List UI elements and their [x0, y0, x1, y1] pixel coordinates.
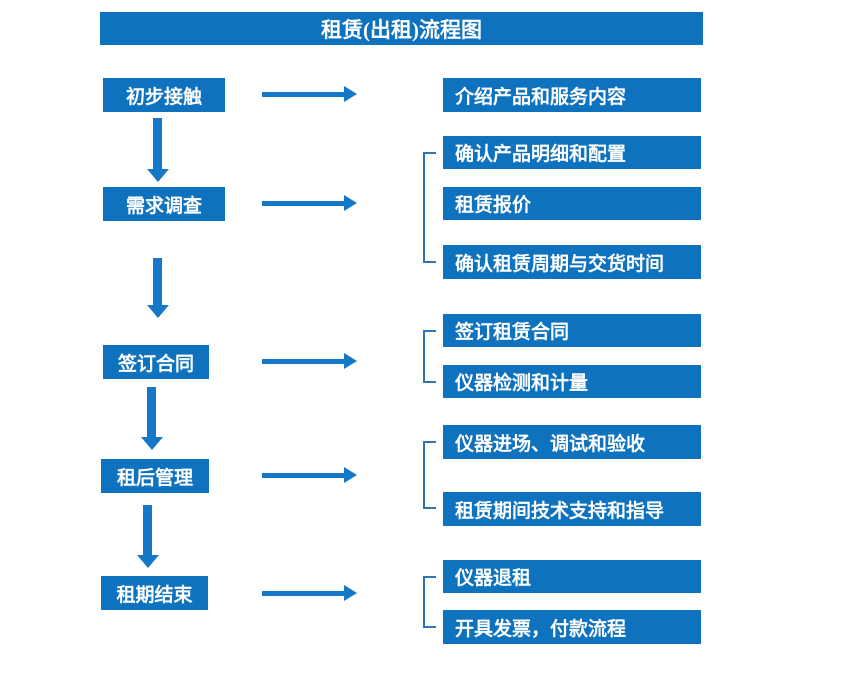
- down-arrow-icon: [141, 387, 163, 450]
- output-box-instrument-test: 仪器检测和计量: [443, 365, 701, 398]
- output-box-sign-lease: 签订租赁合同: [443, 314, 701, 347]
- stage-box-rental-end: 租期结束: [101, 576, 208, 610]
- group-bracket: [423, 330, 436, 383]
- output-box-instrument-entry: 仪器进场、调试和验收: [443, 425, 701, 459]
- group-bracket: [423, 576, 436, 628]
- title-bar: 租赁(出租)流程图: [100, 12, 703, 45]
- output-box-tech-support: 租赁期间技术支持和指导: [443, 492, 701, 526]
- stage-box-initial-contact: 初步接触: [103, 78, 225, 112]
- page-title: 租赁(出租)流程图: [321, 17, 482, 42]
- output-box-intro-products: 介绍产品和服务内容: [443, 78, 701, 112]
- stage-box-sign-contract: 签订合同: [103, 345, 209, 379]
- output-box-confirm-period: 确认租赁周期与交货时间: [443, 245, 701, 279]
- group-bracket: [423, 441, 436, 509]
- group-bracket: [423, 152, 436, 263]
- stage-box-post-rental: 租后管理: [101, 459, 209, 493]
- output-box-rental-quote: 租赁报价: [443, 187, 701, 220]
- output-box-invoice-payment: 开具发票，付款流程: [443, 610, 701, 644]
- right-arrow-icon: [262, 353, 357, 369]
- right-arrow-icon: [262, 86, 357, 102]
- down-arrow-icon: [137, 505, 159, 568]
- right-arrow-icon: [262, 585, 357, 601]
- output-box-instrument-return: 仪器退租: [443, 560, 701, 593]
- down-arrow-icon: [147, 258, 169, 318]
- right-arrow-icon: [262, 467, 357, 483]
- output-box-confirm-details: 确认产品明细和配置: [443, 136, 701, 169]
- down-arrow-icon: [147, 118, 169, 182]
- stage-box-demand-survey: 需求调查: [103, 187, 225, 221]
- right-arrow-icon: [262, 195, 357, 211]
